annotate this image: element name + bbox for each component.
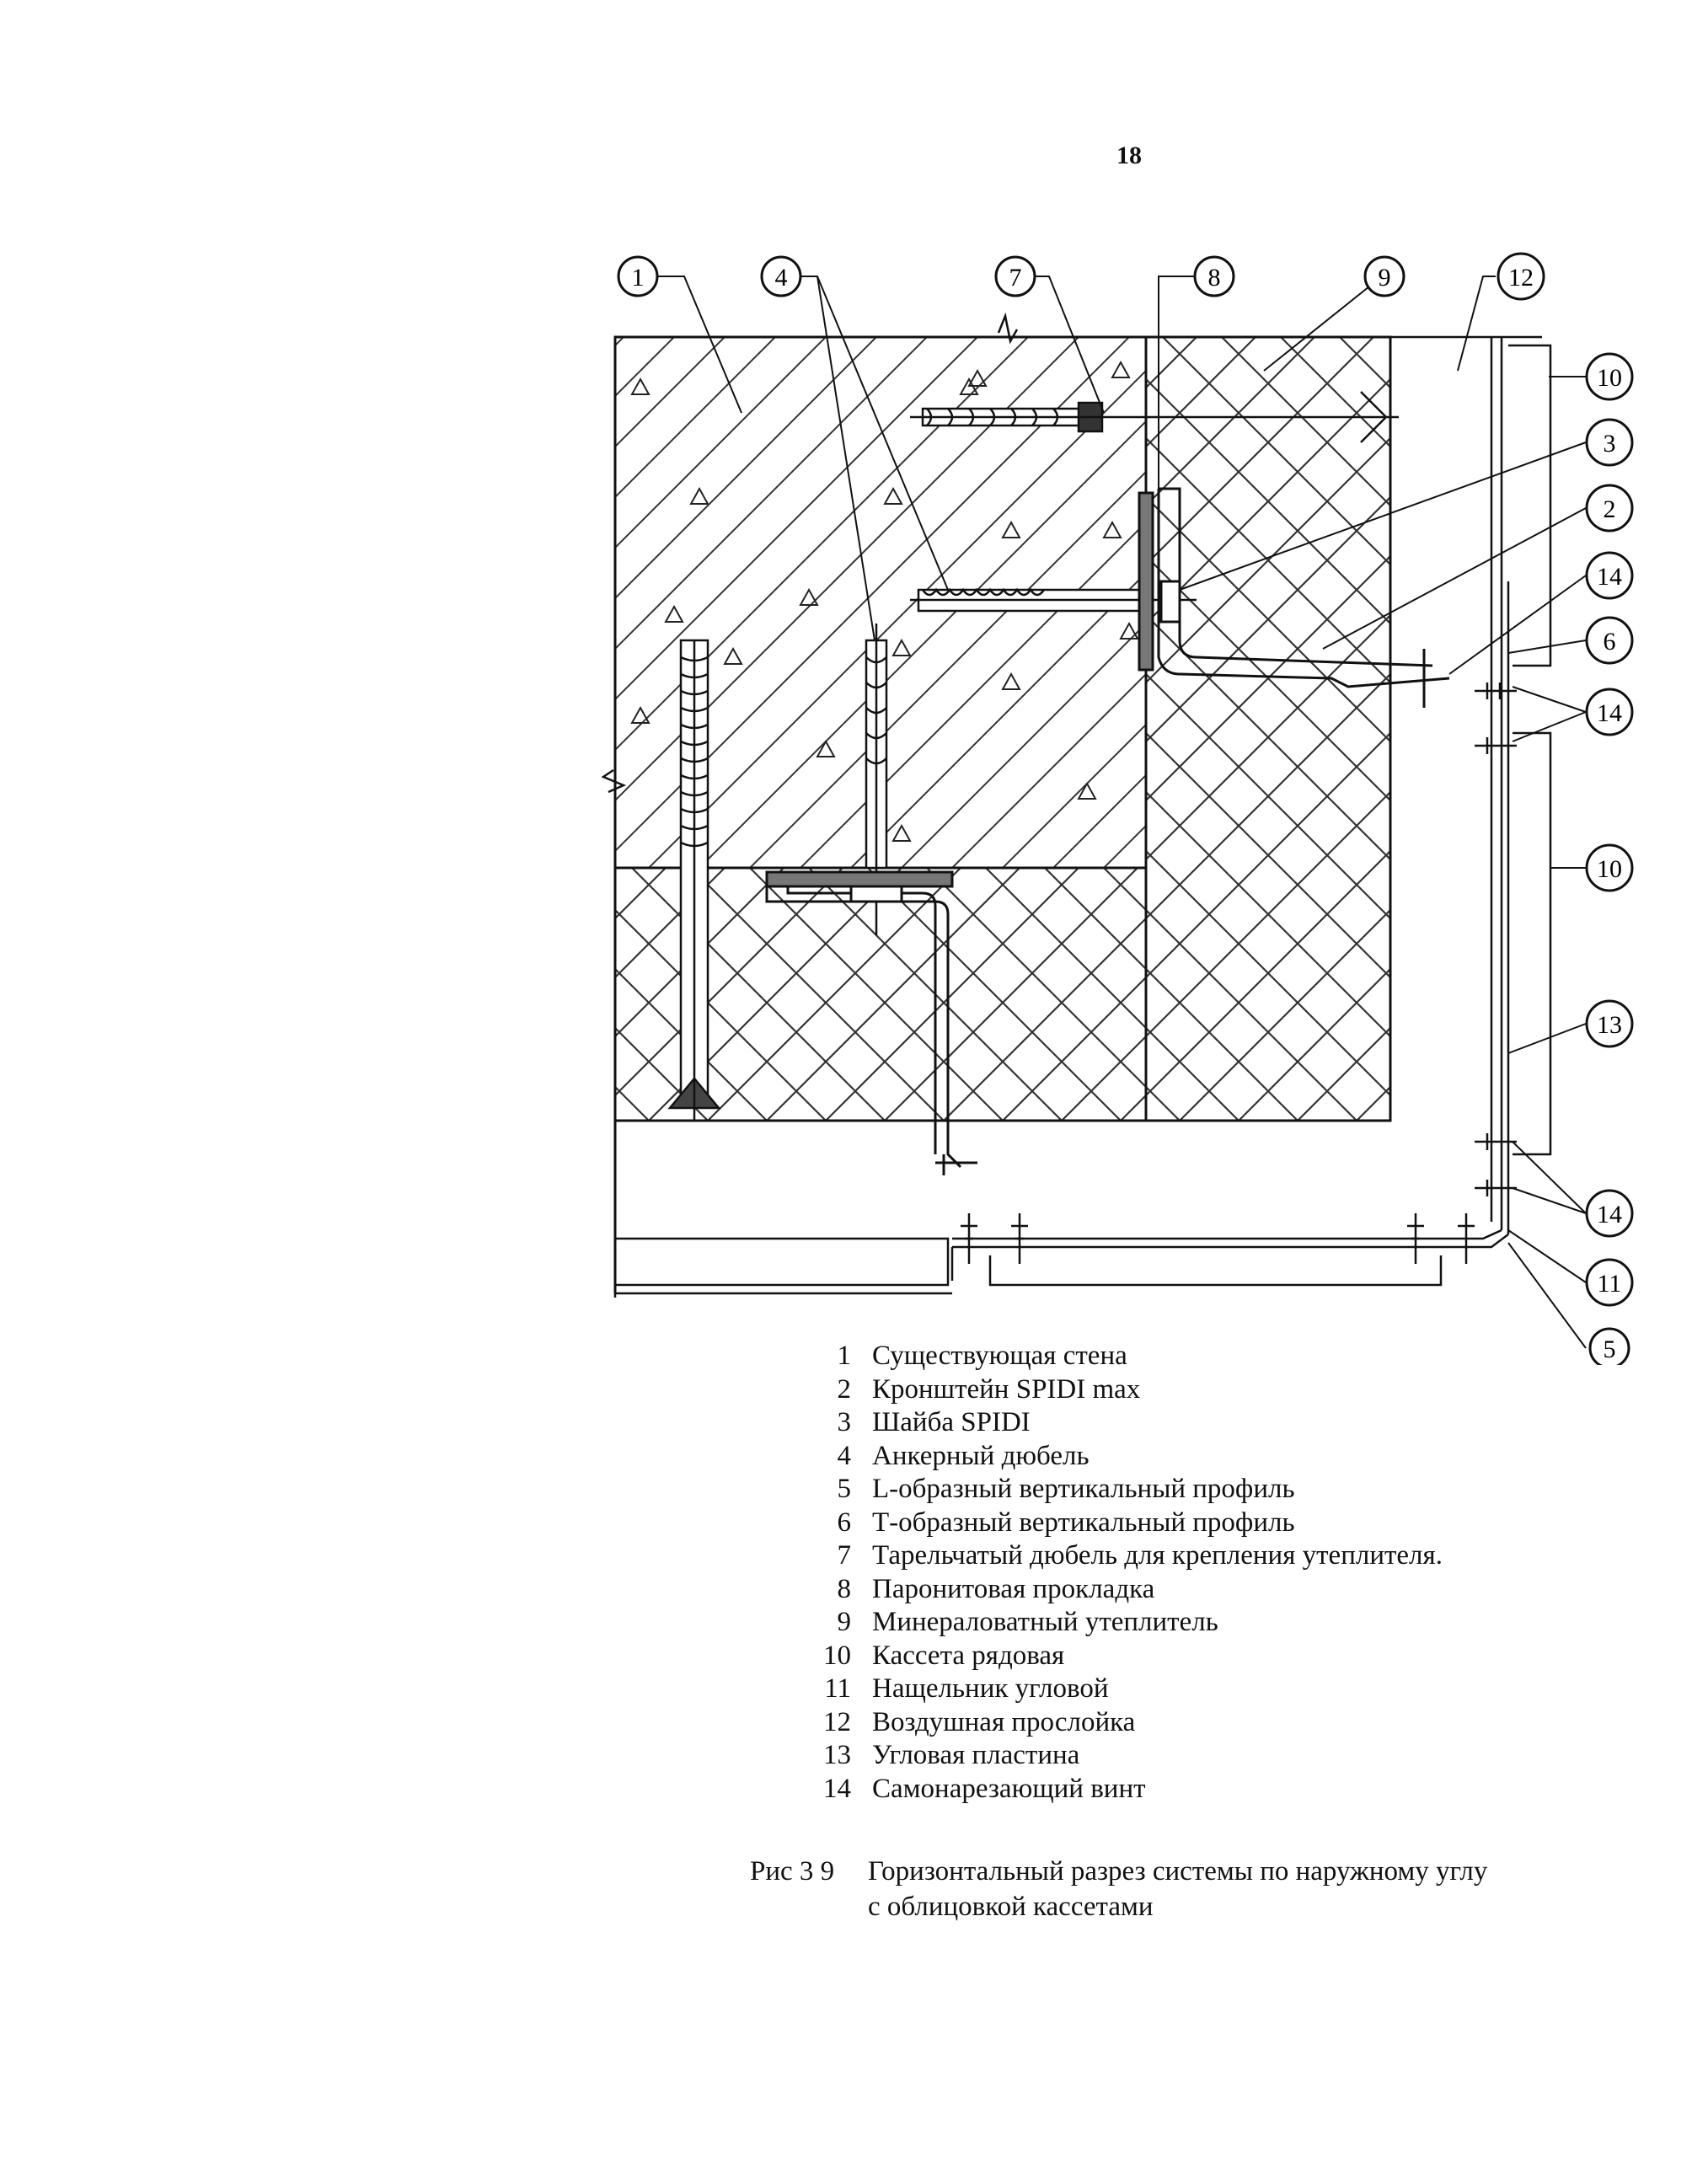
svg-text:11: 11 xyxy=(1598,1270,1622,1298)
caption-line-2: с облицовкой кассетами xyxy=(868,1892,1154,1922)
callout-9: 9 xyxy=(1363,255,1405,297)
callout-1: 1 xyxy=(617,255,659,297)
svg-text:10: 10 xyxy=(1597,364,1622,392)
svg-text:14: 14 xyxy=(1597,699,1622,727)
figure-caption: Рис 3 9 Горизонтальный разрез системы по… xyxy=(750,1854,1487,1924)
insulation-dowel-top xyxy=(910,391,1399,443)
callout-5: 5 xyxy=(1588,1327,1630,1365)
page-number: 18 xyxy=(1116,142,1142,169)
callout-4: 4 xyxy=(760,255,802,297)
bracket-bottom xyxy=(765,870,977,1175)
callout-11: 11 xyxy=(1585,1258,1634,1307)
svg-text:4: 4 xyxy=(775,264,788,292)
cassette-right-top xyxy=(1508,344,1552,667)
svg-text:2: 2 xyxy=(1604,495,1616,523)
callout-3: 3 xyxy=(1585,418,1634,467)
screws xyxy=(961,682,1517,1264)
callout-7: 7 xyxy=(994,255,1036,297)
callout-10-bottom: 10 xyxy=(1585,843,1634,892)
svg-text:14: 14 xyxy=(1597,563,1622,591)
svg-text:1: 1 xyxy=(632,264,645,292)
leader-lines xyxy=(657,276,1587,1349)
svg-text:12: 12 xyxy=(1508,264,1534,292)
svg-text:7: 7 xyxy=(1009,264,1022,292)
svg-text:10: 10 xyxy=(1597,855,1622,883)
caption-line-1: Горизонтальный разрез системы по наружно… xyxy=(868,1856,1488,1887)
svg-text:5: 5 xyxy=(1604,1335,1616,1363)
bracket-right xyxy=(1138,487,1450,708)
callout-6: 6 xyxy=(1585,616,1634,665)
cassette-bottom xyxy=(613,1237,1443,1298)
svg-text:3: 3 xyxy=(1604,430,1616,458)
callout-14-c: 14 xyxy=(1585,1189,1634,1238)
callout-10-top: 10 xyxy=(1585,352,1634,401)
svg-text:13: 13 xyxy=(1597,1011,1622,1039)
callout-12: 12 xyxy=(1497,252,1545,301)
callout-13: 13 xyxy=(1585,999,1634,1048)
callout-14-a: 14 xyxy=(1585,551,1634,600)
callout-2: 2 xyxy=(1585,484,1634,533)
corner-profile xyxy=(950,337,1510,1281)
svg-text:6: 6 xyxy=(1604,628,1616,656)
anchor-dowel-vertical-mid xyxy=(865,624,888,935)
cassette-right-bottom xyxy=(1513,731,1552,1156)
figure-number: Рис 3 9 xyxy=(750,1856,835,1887)
svg-text:14: 14 xyxy=(1597,1201,1622,1228)
callout-8: 8 xyxy=(1193,255,1235,297)
svg-text:8: 8 xyxy=(1208,264,1221,292)
anchor-dowel-vertical-left xyxy=(667,639,721,1121)
horizontal-section-drawing: 1 4 7 8 9 12 10 3 2 14 6 14 10 13 14 11 … xyxy=(601,252,1634,1365)
insulation-right xyxy=(1144,335,1392,1122)
callout-14-b: 14 xyxy=(1585,688,1634,736)
svg-text:9: 9 xyxy=(1379,264,1391,292)
